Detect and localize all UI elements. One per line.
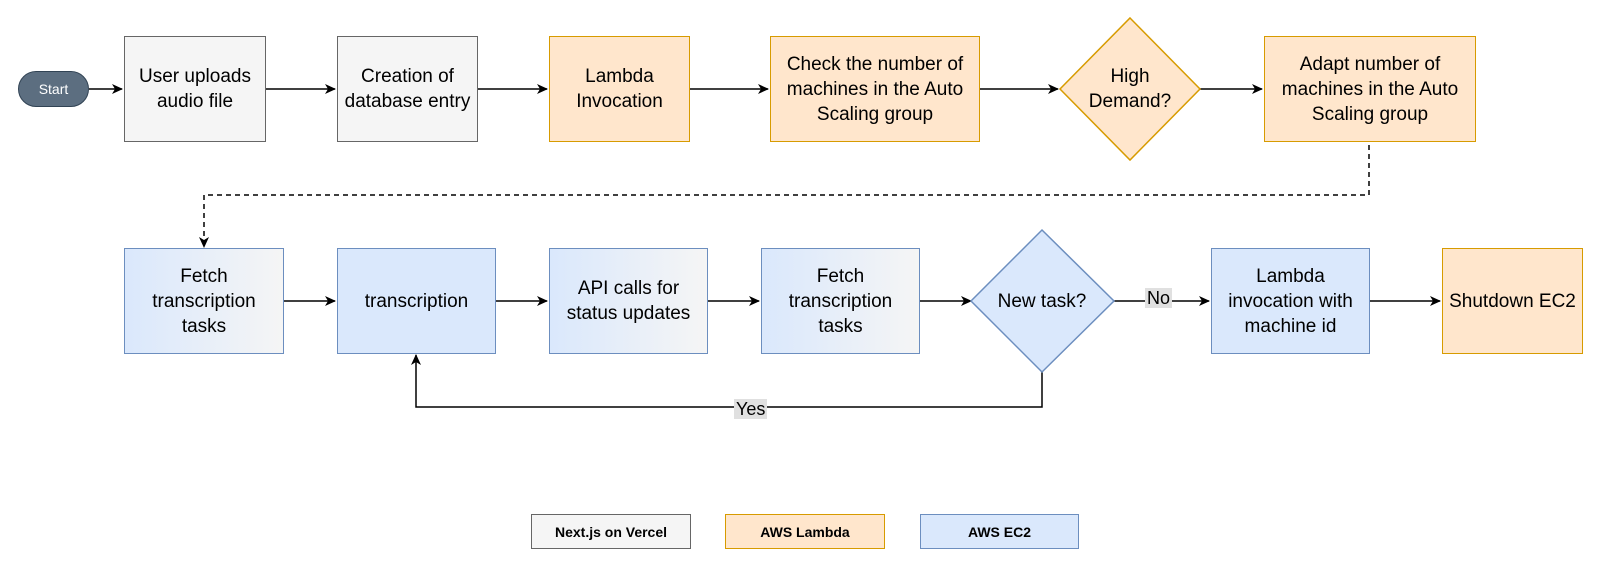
transcription-node: transcription: [337, 248, 496, 354]
high-demand-label: High Demand?: [1088, 66, 1172, 112]
legend-lambda-label: AWS Lambda: [760, 523, 850, 540]
legend-lambda: AWS Lambda: [725, 514, 885, 549]
start-label: Start: [38, 80, 69, 97]
fetch-tasks-1-label: Fetch transcription tasks: [152, 265, 256, 337]
edge-newtask-to-transcription-yes: [411, 354, 1043, 408]
fetch-tasks-1-node: Fetch transcription tasks: [124, 248, 284, 354]
start-node: Start: [18, 71, 89, 107]
api-calls-label: API calls for status updates: [566, 278, 691, 324]
shutdown-node: Shutdown EC2: [1442, 248, 1583, 354]
adapt-machines-label: Adapt number of machines in the Auto Sca…: [1281, 53, 1459, 125]
high-demand-label-box: High Demand?: [1080, 54, 1180, 124]
fetch-tasks-2-node: Fetch transcription tasks: [761, 248, 920, 354]
legend-vercel: Next.js on Vercel: [531, 514, 691, 549]
user-uploads-label: User uploads audio file: [139, 66, 251, 112]
legend-vercel-label: Next.js on Vercel: [554, 523, 668, 540]
new-task-label-box: New task?: [982, 285, 1102, 317]
create-entry-label: Creation of database entry: [344, 66, 471, 112]
adapt-machines-node: Adapt number of machines in the Auto Sca…: [1264, 36, 1476, 142]
create-entry-node: Creation of database entry: [337, 36, 478, 142]
lambda-invocation-label: Lambda Invocation: [576, 66, 663, 112]
fetch-tasks-2-label: Fetch transcription tasks: [788, 265, 893, 337]
new-task-label: New task?: [997, 290, 1087, 312]
edge-label-no: No: [1145, 288, 1173, 308]
lambda-machine-id-label: Lambda invocation with machine id: [1228, 265, 1353, 337]
legend-ec2-label: AWS EC2: [967, 523, 1031, 540]
lambda-machine-id-node: Lambda invocation with machine id: [1211, 248, 1370, 354]
transcription-label: transcription: [364, 290, 469, 312]
legend-ec2: AWS EC2: [920, 514, 1079, 549]
edge-label-yes: Yes: [734, 399, 768, 419]
check-machines-label: Check the number of machines in the Auto…: [786, 53, 964, 125]
user-uploads-node: User uploads audio file: [124, 36, 266, 142]
new-task-diamond: [969, 228, 1116, 374]
lambda-invocation-node: Lambda Invocation: [549, 36, 690, 142]
edge-adapt-to-fetch-dashed: [199, 145, 1370, 248]
shutdown-label: Shutdown EC2: [1449, 290, 1576, 312]
check-machines-node: Check the number of machines in the Auto…: [770, 36, 980, 142]
api-calls-node: API calls for status updates: [549, 248, 708, 354]
high-demand-diamond: [1058, 16, 1202, 162]
